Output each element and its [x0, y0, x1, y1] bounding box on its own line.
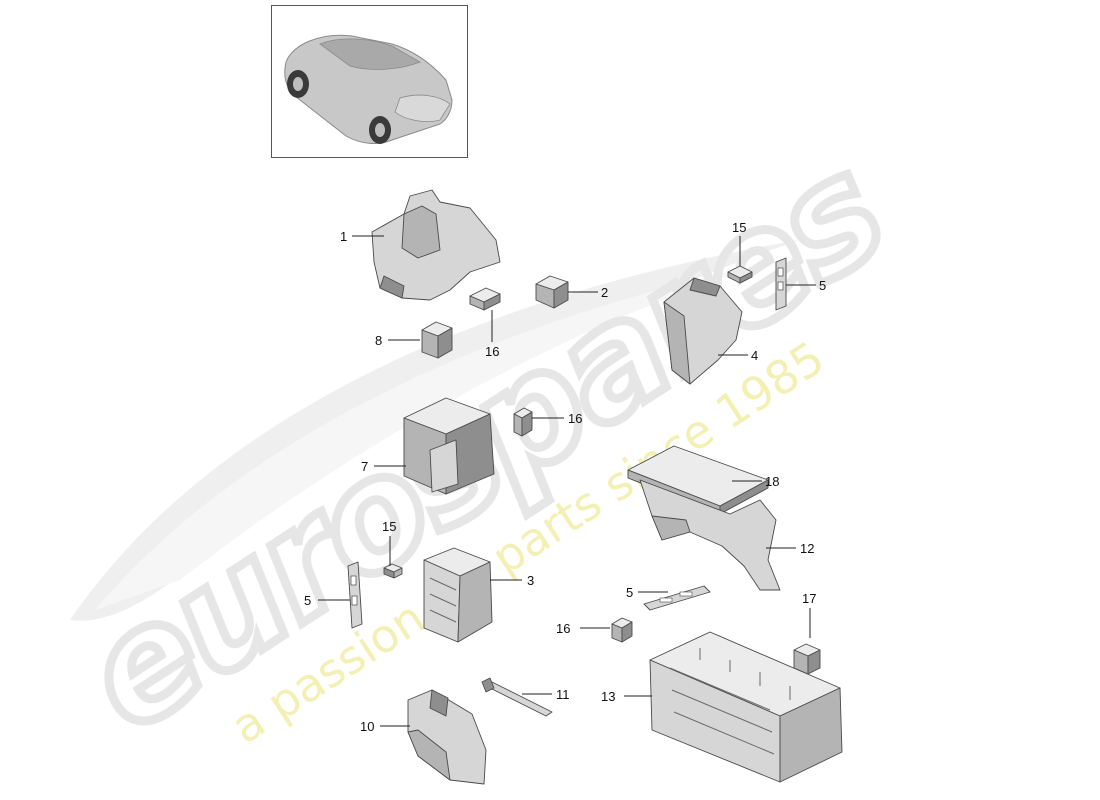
blade-fuse-icon	[469, 287, 501, 311]
holder-bracket-icon	[639, 479, 781, 591]
callout-5-left: 5	[304, 593, 311, 608]
fuse-strip-icon	[775, 257, 787, 311]
fuse-strip-icon	[347, 561, 363, 629]
fuse-box-housing-icon	[407, 689, 487, 785]
callout-labels: 1 2 15 5 8 16 4 16 7 18 12 15 3 5 5 17 1…	[304, 220, 826, 734]
callout-16-lower: 16	[556, 621, 570, 636]
callout-11: 11	[556, 687, 570, 702]
fuse-strip-icon	[643, 585, 711, 611]
control-unit-icon	[403, 397, 495, 495]
fuse-box-bracket-icon	[371, 189, 501, 301]
callout-1: 1	[340, 229, 347, 244]
callout-12: 12	[800, 541, 814, 556]
callout-3: 3	[527, 573, 534, 588]
callout-5-middle: 5	[626, 585, 633, 600]
callout-15-upper: 15	[732, 220, 746, 235]
mini-fuse-icon	[383, 563, 403, 579]
callout-5-upper: 5	[819, 278, 826, 293]
fuse-carrier-icon	[423, 547, 493, 643]
relay-carrier-icon	[649, 631, 843, 783]
callout-15-lower: 15	[382, 519, 396, 534]
blade-fuse-icon	[611, 617, 633, 643]
vehicle-thumbnail	[271, 5, 468, 158]
callout-13: 13	[601, 689, 615, 704]
car-suv-icon	[284, 34, 453, 144]
watermark-swoosh-inner	[95, 265, 760, 610]
mini-fuse-icon	[727, 265, 753, 284]
callout-7: 7	[361, 459, 368, 474]
callout-8: 8	[375, 333, 382, 348]
callout-2: 2	[601, 285, 608, 300]
fuse-box-cover-icon	[663, 277, 743, 385]
blade-fuse-icon	[513, 407, 533, 437]
callout-4: 4	[751, 348, 758, 363]
callout-18: 18	[765, 474, 779, 489]
callout-10: 10	[360, 719, 374, 734]
leader-lines	[318, 235, 816, 727]
relay-icon	[421, 321, 453, 359]
relay-icon	[535, 275, 569, 309]
callout-17: 17	[802, 591, 816, 606]
callout-16-middle: 16	[568, 411, 582, 426]
relay-icon	[793, 643, 821, 675]
callout-16-upper: 16	[485, 344, 499, 359]
bus-bar-icon	[481, 677, 553, 717]
